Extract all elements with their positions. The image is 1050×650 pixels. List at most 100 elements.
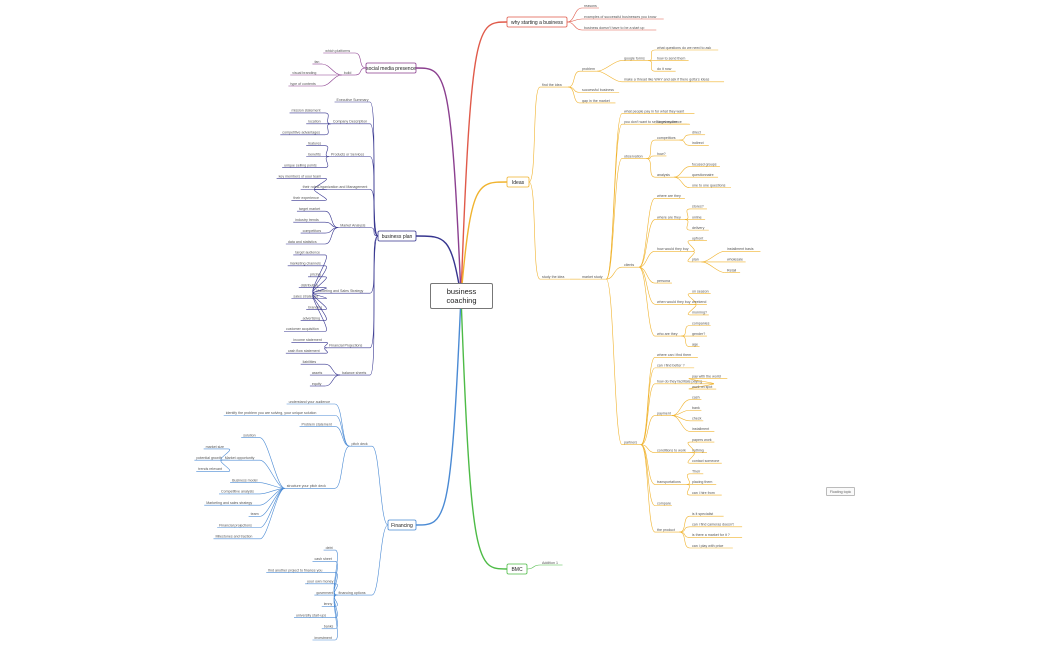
topic-cash[interactable]: cash xyxy=(692,395,700,399)
topic-financial-projections[interactable]: Financial projections xyxy=(219,523,252,527)
topic-indirect[interactable]: indirect xyxy=(692,141,704,145)
topic-pay-with-the-world[interactable]: pay with the world xyxy=(692,374,721,378)
topic-assets[interactable]: assets xyxy=(312,371,323,375)
topic-observation[interactable]: observation xyxy=(624,154,643,158)
topic-target-audience[interactable]: target audience xyxy=(295,251,320,255)
topic-solution[interactable]: solution xyxy=(243,434,255,438)
topic-market-opportunity[interactable]: Market opportunity xyxy=(225,456,255,460)
topic-how-to-send-them[interactable]: how to send them xyxy=(657,56,685,60)
topic-delivery[interactable]: delivery xyxy=(692,226,705,230)
topic-papers-work[interactable]: papers work xyxy=(692,438,712,442)
topic-your-own-money[interactable]: your own money xyxy=(307,580,334,584)
topic-benefits[interactable]: benefits xyxy=(308,152,321,156)
topic-find-another-project-to-finance-you[interactable]: find another project to finance you xyxy=(268,568,322,572)
central-topic[interactable]: business coaching xyxy=(430,283,493,309)
topic-potential-growth[interactable]: potential growth xyxy=(196,456,221,460)
topic-companies[interactable]: companies xyxy=(692,321,710,325)
topic-competitors[interactable]: competitors xyxy=(303,229,322,233)
topic-on-season[interactable]: on season xyxy=(692,290,709,294)
topic-analysis[interactable]: analysis xyxy=(657,173,670,177)
floating-topic[interactable]: Floating topic xyxy=(826,487,855,496)
topic-customer-acquisition[interactable]: customer acquisition xyxy=(286,327,319,331)
topic-university-start-ups[interactable]: university start-ups xyxy=(296,613,326,617)
topic-target-market[interactable]: target market xyxy=(299,207,320,211)
topic-what-questions-do-we-need-to-ask[interactable]: what questions do we need to ask xyxy=(657,46,711,50)
topic-business-doesn-t-have-to-be-a-start-up[interactable]: business doesn't have to be a start up xyxy=(584,26,644,30)
topic-marketing-channels[interactable]: marketing channels xyxy=(290,262,321,266)
topic-upfront[interactable]: upfront xyxy=(692,237,703,241)
topic-placing-them[interactable]: placing them xyxy=(692,480,712,484)
topic-cash-sheet[interactable]: cash sheet xyxy=(315,557,332,561)
topic-competitive-advantages[interactable]: competitive advantages xyxy=(282,131,320,135)
topic-sales-strategies[interactable]: sales strategies xyxy=(293,294,318,298)
topic-how-do-they-facilitate-paying[interactable]: how do they facilitate paying xyxy=(657,380,702,384)
topic-morning[interactable]: morning? xyxy=(692,311,707,315)
topic-study-the-idea[interactable]: study the idea xyxy=(542,275,564,279)
topic-industry-trends[interactable]: industry trends xyxy=(295,218,319,222)
topic-data-and-statistics[interactable]: data and statistics xyxy=(288,240,317,244)
topic-when-would-they-buy[interactable]: when would they buy xyxy=(657,300,691,304)
topic-executive-summary[interactable]: Executive Summary xyxy=(337,98,369,102)
topic-retail[interactable]: Retail xyxy=(727,268,736,272)
topic-gender[interactable]: gender? xyxy=(692,332,705,336)
topic-how-would-they-buy[interactable]: how would they buy xyxy=(657,247,689,251)
topic-market-analysis[interactable]: Market Analysis xyxy=(340,223,365,227)
topic-where-are-they[interactable]: where are they xyxy=(657,194,681,198)
topic-financing-options[interactable]: financing options xyxy=(339,591,366,595)
topic-age[interactable]: age xyxy=(692,342,698,346)
topic-advertising[interactable]: advertising xyxy=(303,316,320,320)
topic-can-i-find-cameras-doesn-t[interactable]: can i find cameras doesn't xyxy=(692,523,734,527)
topic-find-the-idea[interactable]: find the idea xyxy=(542,83,562,87)
topic-cash-flow-statement[interactable]: cash flow statement xyxy=(288,349,320,353)
topic-target-audience[interactable]: target audience xyxy=(657,120,682,124)
topic-identify-the-problem-you-are-solving-you[interactable]: identify the problem you are solving, yo… xyxy=(226,411,317,415)
topic-company-description[interactable]: Company Description xyxy=(333,120,367,124)
topic-competitors[interactable]: competitors xyxy=(657,136,676,140)
topic-equity[interactable]: equity xyxy=(312,382,322,386)
topic-where-can-i-find-them[interactable]: where can i find them xyxy=(657,353,691,357)
topic-installment[interactable]: installment xyxy=(692,427,709,431)
topic-online[interactable]: online xyxy=(692,215,702,219)
topic-competitive-analysis[interactable]: Competitive analysis xyxy=(221,490,254,494)
topic-how[interactable]: how? xyxy=(657,152,666,156)
topic-debt[interactable]: debt xyxy=(326,546,333,550)
topic-persona[interactable]: persona xyxy=(657,279,670,283)
topic-financial-projections[interactable]: Financial Projections xyxy=(329,344,362,348)
topic-installment-basis[interactable]: installment basis xyxy=(727,247,754,251)
topic-lenny[interactable]: lenny xyxy=(324,602,333,606)
topic-nothing[interactable]: nothing xyxy=(692,448,704,452)
topic-organization-and-management[interactable]: Organization and Management xyxy=(318,185,367,189)
topic-what-people-pay-in-for-what-they-want[interactable]: what people pay in for what they want xyxy=(624,109,684,113)
topic-addition-1[interactable]: Addition 1 xyxy=(542,561,558,565)
topic-contact-someone[interactable]: contact someone xyxy=(692,459,719,463)
topic-their-experience[interactable]: their experience xyxy=(293,196,319,200)
topic-plan[interactable]: plan xyxy=(692,258,699,262)
topic-wholesale[interactable]: wholesale xyxy=(727,258,743,262)
topic-distribution[interactable]: distribution xyxy=(301,283,318,287)
topic-clients[interactable]: clients xyxy=(624,263,634,267)
topic-partners[interactable]: partners xyxy=(624,440,637,444)
topic-direct[interactable]: direct xyxy=(692,131,701,135)
topic-location[interactable]: location xyxy=(308,120,320,124)
topic-market-study[interactable]: market study xyxy=(582,275,603,279)
topic-google-forms[interactable]: google forms xyxy=(624,56,645,60)
topic-their-roles[interactable]: their roles xyxy=(303,185,319,189)
topic-can-i-find-better[interactable]: can i find better ? xyxy=(657,364,685,368)
topic-who-are-they[interactable]: who are they xyxy=(657,332,678,336)
topic-do-it-now[interactable]: do it now xyxy=(657,67,672,71)
topic-market-size[interactable]: market size xyxy=(206,445,224,449)
topic-make-a-thread-like-why-and-ask-if-there-[interactable]: make a thread like WHY and ask if there … xyxy=(624,78,710,82)
topic-gap-in-the-market[interactable]: gap in the market xyxy=(582,99,610,103)
topic-team[interactable]: team xyxy=(251,512,259,516)
topic-questionnaire[interactable]: questionnaire xyxy=(692,173,714,177)
topic-check[interactable]: check xyxy=(692,417,702,421)
topic-you-don-t-want-to-sell-to-everyone[interactable]: you don't want to sell to everyone xyxy=(624,120,677,124)
topic-work-on-spot[interactable]: work on spot xyxy=(692,385,712,389)
topic-their[interactable]: Their xyxy=(692,470,701,474)
topic-successful-business[interactable]: successful business xyxy=(582,88,614,92)
topic-visual-branding[interactable]: visual branding xyxy=(292,71,316,75)
topic-products-or-services[interactable]: Products or Services xyxy=(331,152,364,156)
topic-examples-of-successful-businesses-you-kn[interactable]: examples of successful businesses you kn… xyxy=(584,15,657,19)
topic-pricing[interactable]: pricing xyxy=(310,273,321,277)
